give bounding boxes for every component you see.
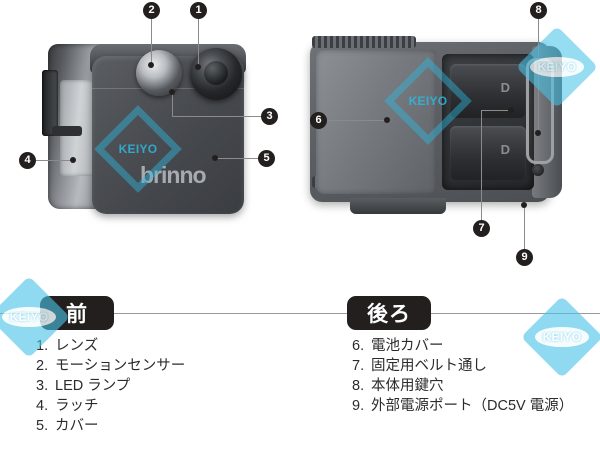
callout-dot-1	[195, 64, 201, 70]
section-divider-rule	[0, 313, 600, 314]
legend-item-label: 電池カバー	[371, 338, 444, 354]
camera-latch-tab	[52, 126, 82, 136]
callout-leader-5	[215, 158, 261, 159]
camera-mount-bracket	[42, 70, 58, 136]
callout-leader-1	[198, 18, 199, 70]
legend-item: 5. カバー	[36, 416, 185, 436]
keiyo-watermark: KEIYO	[94, 105, 182, 193]
callout-dot-5	[212, 155, 218, 161]
watermark-band	[535, 326, 589, 348]
brand-logo: brinno	[140, 162, 207, 188]
legend-item: 6. 電池カバー	[352, 336, 573, 356]
callout-dot-8	[535, 130, 541, 136]
callout-leader-6	[327, 120, 387, 121]
callout-dot-6	[384, 117, 390, 123]
callout-leader-2	[151, 18, 152, 68]
callout-dot-7	[508, 107, 514, 113]
legend-item-number: 3.	[36, 378, 49, 394]
keiyo-watermark: KEIYO	[384, 57, 472, 145]
legend-item-number: 4.	[36, 398, 49, 414]
legend-item: 8. 本体用鍵穴	[352, 376, 573, 396]
battery-cell: D	[450, 126, 526, 180]
legend-item-number: 7.	[352, 358, 365, 374]
battery-size-label: D	[500, 80, 510, 95]
legend-item-label: カバー	[55, 418, 99, 434]
callout-marker-7[interactable]: 7	[473, 220, 490, 237]
legend-list-front: 1.レンズ 2. モーションセンサー 3. LED ランプ 4. ラッチ 5. カバー	[36, 336, 185, 436]
battery-size-label: D	[500, 142, 510, 157]
callout-marker-3[interactable]: 3	[261, 108, 278, 125]
keiyo-watermark: KEIYO	[520, 295, 600, 379]
callout-leader-4	[36, 160, 74, 161]
callout-leader-3-horizontal	[172, 116, 264, 117]
callout-leader-7-vertical	[481, 110, 482, 222]
legend-item: 3. LED ランプ	[36, 376, 185, 396]
callout-marker-6[interactable]: 6	[310, 112, 327, 129]
camera-rib-top	[312, 36, 416, 48]
battery-compartment: D D	[442, 54, 534, 190]
motion-sensor-dome	[136, 50, 182, 96]
camera-foot	[350, 198, 446, 214]
legend-item-number: 2.	[36, 358, 49, 374]
callout-marker-4[interactable]: 4	[19, 152, 36, 169]
legend-item-label: ラッチ	[55, 398, 99, 414]
callout-marker-2[interactable]: 2	[143, 2, 160, 19]
callout-dot-2	[148, 62, 154, 68]
callout-marker-9[interactable]: 9	[516, 249, 533, 266]
legend-item-number: 5.	[36, 418, 49, 434]
watermark-text: KEIYO	[542, 330, 582, 344]
callout-marker-5[interactable]: 5	[258, 150, 275, 167]
watermark-band	[2, 306, 56, 328]
watermark-text: KEIYO	[9, 310, 49, 324]
legend-item-number: 8.	[352, 378, 365, 394]
section-badge-rear: 後ろ	[347, 296, 431, 330]
watermark-band	[530, 56, 584, 78]
watermark-text: KEIYO	[537, 60, 577, 74]
legend-item: 1.レンズ	[36, 336, 185, 356]
legend-item-label: レンズ	[55, 338, 99, 354]
callout-marker-1[interactable]: 1	[190, 2, 207, 19]
battery-cover-panel	[316, 50, 436, 194]
legend-item-label: 本体用鍵穴	[371, 378, 444, 394]
legend-item-number: 9.	[352, 398, 365, 414]
legend-item: 2. モーションセンサー	[36, 356, 185, 376]
legend-item: 7. 固定用ベルト通し	[352, 356, 573, 376]
external-power-port	[532, 164, 544, 176]
legend-item: 9. 外部電源ポート（DC5V 電源）	[352, 396, 573, 416]
callout-dot-9	[521, 202, 527, 208]
keiyo-watermark: KEIYO	[515, 25, 599, 109]
keiyo-watermark: KEIYO	[0, 275, 71, 359]
callout-marker-8[interactable]: 8	[530, 2, 547, 19]
callout-leader-7-horizontal	[481, 110, 511, 111]
callout-leader-3-vertical	[172, 92, 173, 117]
callout-dot-3	[169, 89, 175, 95]
legend-item-label: LED ランプ	[55, 378, 131, 394]
legend-item-number: 6.	[352, 338, 365, 354]
legend-item-label: 外部電源ポート（DC5V 電源）	[371, 398, 574, 414]
callout-dot-4	[70, 157, 76, 163]
watermark-text: KEIYO	[408, 94, 448, 108]
legend-item-label: モーションセンサー	[55, 358, 186, 374]
watermark-text: KEIYO	[118, 142, 158, 156]
legend-item: 4. ラッチ	[36, 396, 185, 416]
callout-leader-9	[524, 205, 525, 251]
product-photo-front: brinno	[42, 34, 248, 219]
legend-list-rear: 6. 電池カバー 7. 固定用ベルト通し 8. 本体用鍵穴 9. 外部電源ポート（DC5…	[352, 336, 573, 416]
legend-item-label: 固定用ベルト通し	[371, 358, 487, 374]
